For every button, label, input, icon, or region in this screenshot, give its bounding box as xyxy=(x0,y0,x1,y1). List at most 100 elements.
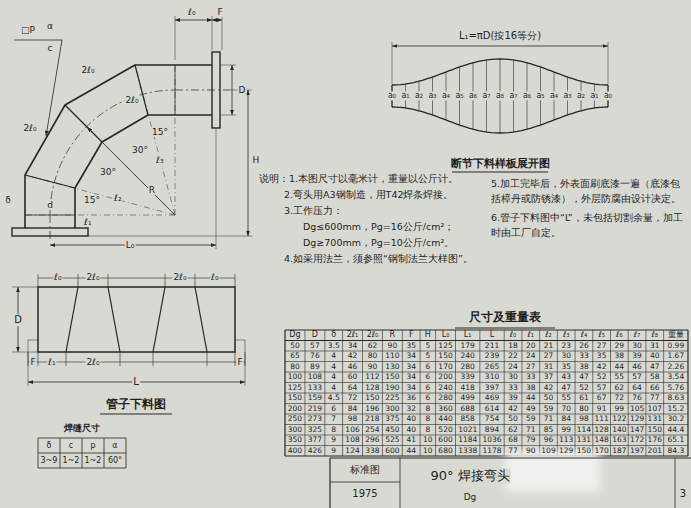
note-text: 3.工作压力： xyxy=(283,206,344,217)
weld-symbol-line xyxy=(14,40,62,41)
table-cell: 310 xyxy=(485,373,499,382)
table-cell: 200 xyxy=(438,373,452,382)
table-cell: 1~2 xyxy=(63,456,80,465)
table-cell: 1021 xyxy=(458,425,477,434)
table-cell: 57 xyxy=(310,341,320,350)
table-cell: 239 xyxy=(485,352,499,361)
table-cell: 43 xyxy=(561,373,571,382)
table-cell: 8 xyxy=(425,404,430,413)
table-cell: 18 xyxy=(508,341,518,350)
extension-line xyxy=(12,352,38,353)
extension-line xyxy=(216,128,217,249)
dimension-label: ℓ₂ xyxy=(113,193,122,203)
table-cell: 140 xyxy=(612,425,626,434)
table-cell: 89 xyxy=(310,362,320,371)
table-header: ℓ₈ xyxy=(652,331,659,340)
table-cell: 6 xyxy=(331,404,336,413)
table-cell: 148 xyxy=(594,436,608,445)
table-cell: 64 xyxy=(348,383,358,392)
dimension-tick xyxy=(207,352,208,366)
table-cell: 1~2 xyxy=(85,456,102,465)
table-header: ℓ₄ xyxy=(581,331,588,340)
table-cell: 107 xyxy=(648,404,662,413)
table-cell: 59 xyxy=(526,415,536,424)
table-cell: 108 xyxy=(308,373,322,382)
table-cell: 42 xyxy=(348,352,358,361)
dimension-label: 15° xyxy=(83,195,101,205)
table-cell: 71 xyxy=(544,415,554,424)
table-cell: 1178 xyxy=(482,446,501,455)
title-underline xyxy=(100,414,172,415)
table-cell: 377 xyxy=(308,436,322,445)
table-cell: 130 xyxy=(385,362,399,371)
table-cell: 6 xyxy=(425,362,430,371)
table-cell: 98 xyxy=(579,415,589,424)
table-cell: 39 xyxy=(632,352,642,361)
note-text: 6.管子下料图中“L”，未包括切割余量，加工时由工厂自定。 xyxy=(490,210,687,240)
table-cell: 250 xyxy=(288,415,302,424)
extension-line xyxy=(12,287,38,288)
table-cell: 30 xyxy=(508,373,518,382)
table-cell: 84 xyxy=(561,415,571,424)
dimension-line xyxy=(248,90,249,236)
title-underline xyxy=(455,328,555,329)
table-cell: 201 xyxy=(648,446,662,455)
table-cell: 40 xyxy=(406,415,416,424)
table-rule xyxy=(38,468,126,469)
table-cell: 38 xyxy=(615,352,625,361)
note-text: 5.加工完毕后，外表面刷底漆一遍（底漆包括樟丹或防锈漆），外层防腐由设计决定。 xyxy=(490,176,687,206)
table-cell: 57 xyxy=(632,373,642,382)
dimension-label: α xyxy=(46,21,54,31)
table-cell: 34 xyxy=(406,352,416,361)
table-cell: 170 xyxy=(438,362,452,371)
view-title: 断节下料样板展开图 xyxy=(450,158,551,171)
table-cell: 50 xyxy=(290,341,300,350)
pipe-blank xyxy=(38,287,235,352)
radial-line xyxy=(175,65,176,215)
table-cell: 338 xyxy=(365,446,379,455)
table-cell: 240 xyxy=(438,383,452,392)
dimension-label: 2ℓ₀ xyxy=(85,357,100,367)
table-cell: 418 xyxy=(461,383,475,392)
dimension-label: F xyxy=(236,357,243,367)
dimension-label: d xyxy=(46,200,54,210)
dimension-line xyxy=(175,20,212,21)
table-cell: 62 xyxy=(615,383,625,392)
dimension-label: L xyxy=(132,376,140,388)
table-header: 重量 xyxy=(668,331,684,340)
table-cell: 124 xyxy=(345,446,359,455)
table-cell: 469 xyxy=(485,394,499,403)
table-cell: 200 xyxy=(288,404,302,413)
table-cell: 4 xyxy=(331,352,336,361)
table-cell: 600 xyxy=(438,436,452,445)
table-header: L₁ xyxy=(464,331,472,340)
table-cell: 4 xyxy=(331,362,336,371)
table-cell: 44.4 xyxy=(667,425,684,434)
cut-line xyxy=(66,287,78,352)
dimension-label: ℓ₁ xyxy=(83,217,92,227)
table-cell: 5 xyxy=(425,352,430,361)
table-cell: 525 xyxy=(385,436,399,445)
table-cell: 22 xyxy=(508,352,518,361)
table-cell: 280 xyxy=(438,394,452,403)
table-header: ℓ₇ xyxy=(634,331,641,340)
station-label: a₀ xyxy=(387,91,397,100)
dimension-label: ℓ₀ xyxy=(187,7,196,17)
table-cell: 47 xyxy=(650,362,660,371)
table-cell: 254 xyxy=(365,425,379,434)
table-cell: 20 xyxy=(526,341,536,350)
table-cell: 23 xyxy=(561,341,571,350)
table-cell: 6 xyxy=(425,373,430,382)
table-cell: 55 xyxy=(561,394,571,403)
table-cell: 98 xyxy=(348,415,358,424)
table-header: 2ℓ₁ xyxy=(347,331,359,340)
table-cell: 8 xyxy=(425,415,430,424)
table-cell: 129 xyxy=(559,446,573,455)
table-header: L xyxy=(490,331,494,340)
dimension-tick xyxy=(38,352,39,366)
table-cell: 41 xyxy=(406,436,416,445)
table-cell: 44 xyxy=(526,394,536,403)
table-cell: 100 xyxy=(288,373,302,382)
title-block-rule xyxy=(675,458,676,508)
table-cell: 109 xyxy=(541,446,555,455)
